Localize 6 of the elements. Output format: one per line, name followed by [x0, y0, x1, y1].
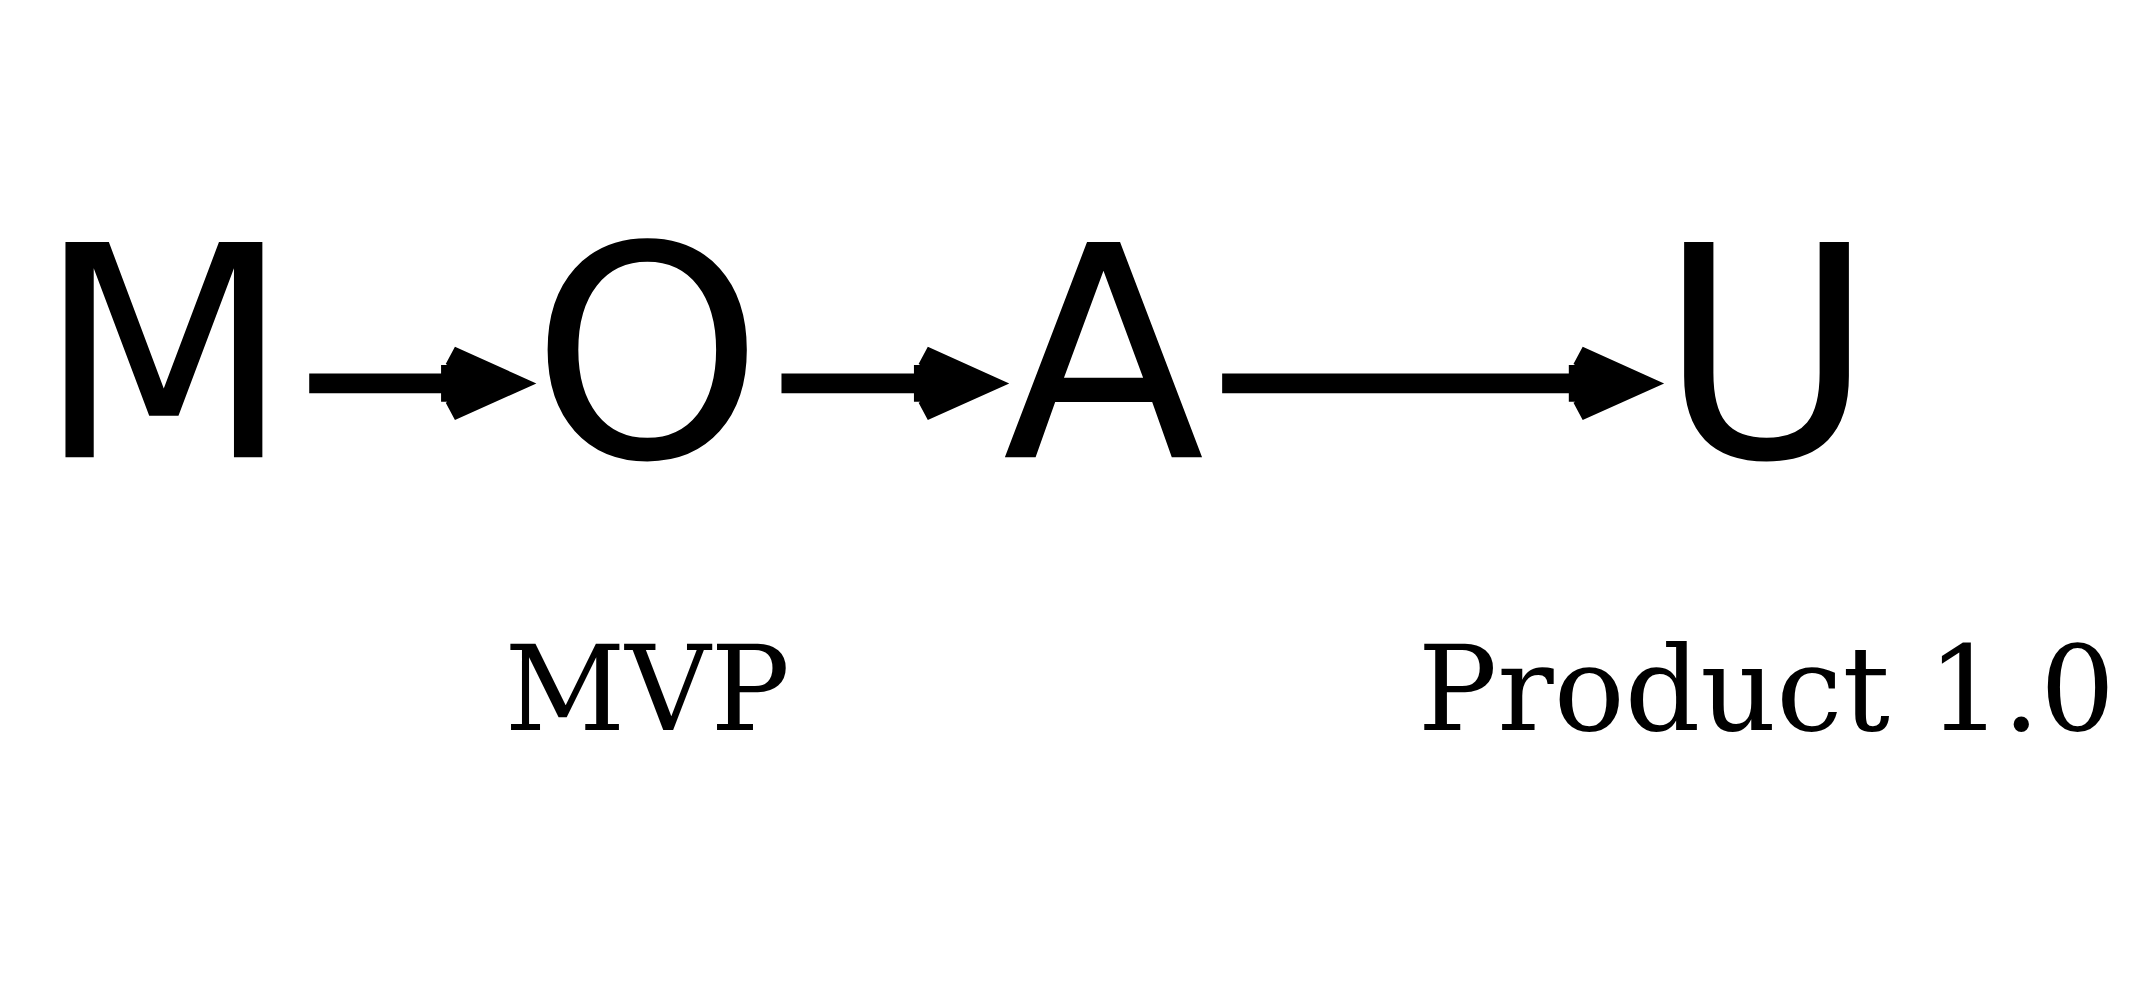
- node-text: U: [1658, 183, 1875, 528]
- node-text: O: [531, 183, 764, 528]
- label: Product 1.0: [1417, 620, 2116, 759]
- label: MVP: [504, 620, 791, 759]
- node-text: M: [36, 183, 292, 528]
- node-text: A: [1002, 183, 1205, 528]
